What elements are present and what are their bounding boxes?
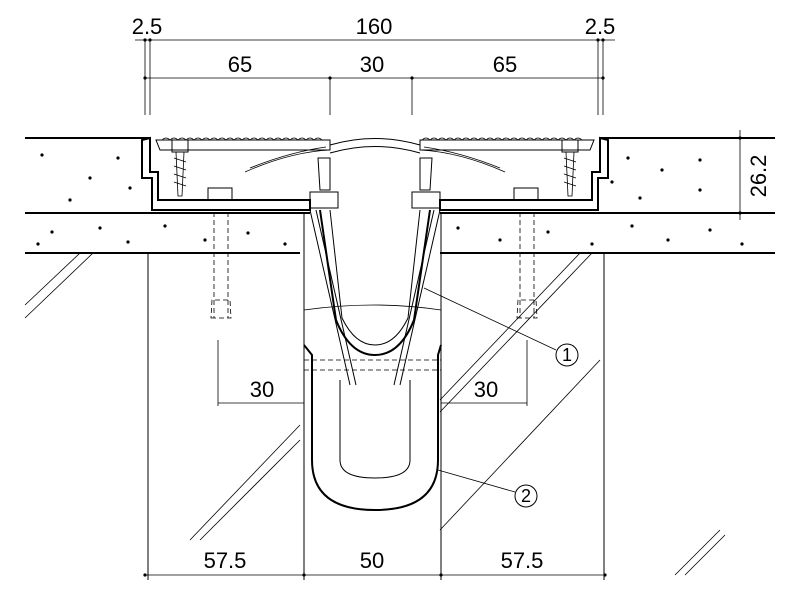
dim-top-left-span: 65: [228, 52, 252, 77]
dim-top-left-edge: 2.5: [132, 14, 163, 39]
callout-1-number: 1: [562, 345, 572, 365]
anchor-bolt-right: [513, 187, 539, 319]
seal-2-lower: [303, 304, 442, 512]
dim-bottom-right: 57.5: [501, 548, 544, 573]
dim-top-right-span: 65: [493, 52, 517, 77]
dim-height-right: 26.2: [746, 155, 771, 198]
callout-2: 2: [437, 469, 538, 508]
dim-mid-right: 30: [474, 377, 498, 402]
aggregate-dots: [36, 153, 744, 246]
dim-bottom-center: 50: [360, 548, 384, 573]
dim-top-overall: 160: [356, 14, 393, 39]
dim-mid-left: 30: [250, 377, 274, 402]
dim-top-right-edge: 2.5: [585, 14, 616, 39]
hatching-right: [439, 252, 726, 576]
screw-left: [171, 139, 189, 197]
anchor-bolt-left: [207, 187, 233, 319]
callout-2-number: 2: [521, 486, 531, 506]
screw-right: [561, 139, 579, 197]
dimension-lines: [135, 39, 760, 576]
hatching-left: [24, 252, 301, 541]
dimension-ticks: [143, 38, 742, 577]
dim-bottom-left: 57.5: [204, 548, 247, 573]
dim-top-center-span: 30: [360, 52, 384, 77]
callout-1: 1: [423, 287, 579, 367]
concrete-slabs: [24, 137, 775, 580]
seal-1-upper: [309, 209, 441, 386]
joint-cover-assembly: [141, 136, 609, 319]
